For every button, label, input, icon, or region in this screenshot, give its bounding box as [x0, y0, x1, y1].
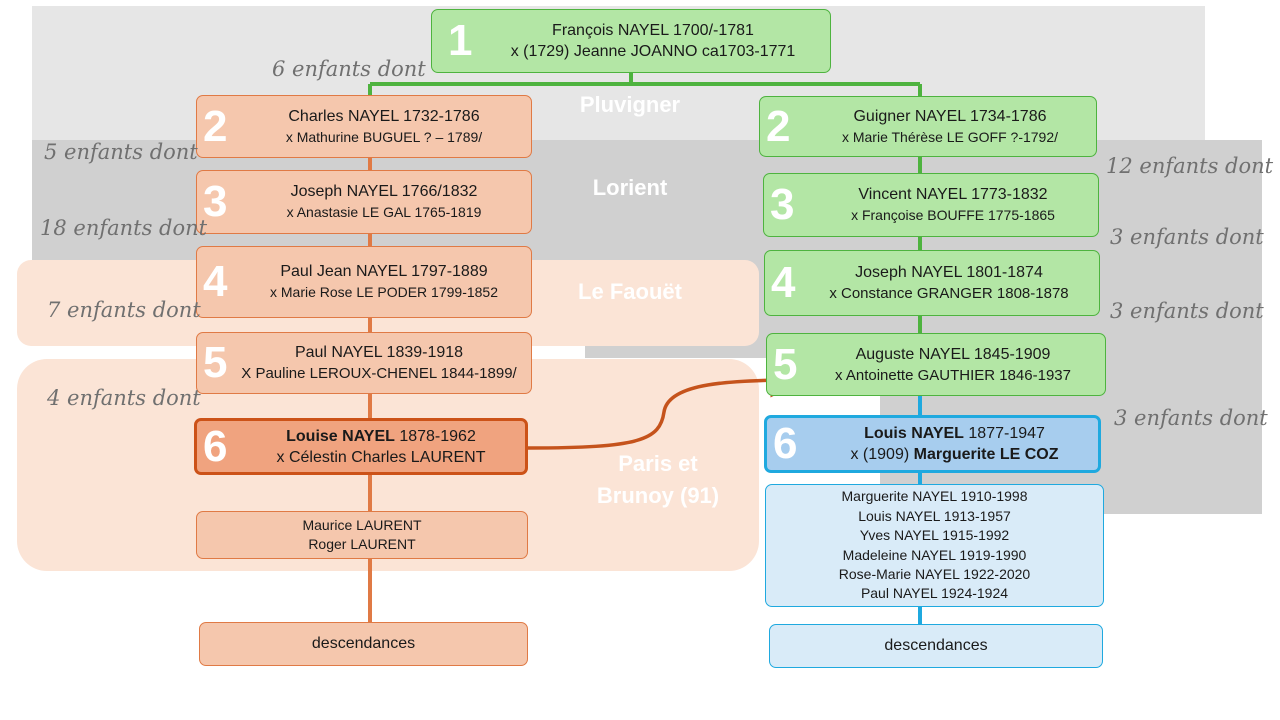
note-children-count: 6 enfants dont	[272, 57, 426, 81]
child-name: Paul NAYEL 1924-1924	[860, 585, 1009, 602]
person-name-bold: Louis NAYEL	[864, 425, 964, 442]
generation-number: 4	[203, 257, 228, 306]
spouse-name: x Marie Rose LE PODER 1799-1852	[270, 284, 498, 300]
note-children-count: 3 enfants dont	[1110, 225, 1264, 249]
marriage-arrow	[527, 362, 806, 450]
generation-number: 2	[766, 101, 791, 151]
person-name: Vincent NAYEL 1773-1832	[858, 186, 1048, 203]
person-name: François NAYEL 1700/-1781	[552, 22, 754, 39]
right-descendances-box: descendances	[769, 624, 1103, 668]
descendances-label: descendances	[884, 637, 988, 654]
spouse-name: x Constance GRANGER 1808-1878	[829, 285, 1069, 302]
root-box: 1 François NAYEL 1700/-1781 x (1729) Jea…	[431, 9, 831, 73]
generation-number: 6	[203, 421, 228, 471]
right-gen2-box: 2 Guigner NAYEL 1734-1786 x Marie Thérès…	[759, 96, 1097, 157]
region-label-le-faouet: Le Faouët	[578, 279, 682, 304]
spouse-prefix: x (1909)	[850, 446, 914, 463]
child-name: Rose-Marie NAYEL 1922-2020	[838, 565, 1031, 582]
left-gen4-box: 4 Paul Jean NAYEL 1797-1889 x Marie Rose…	[196, 246, 532, 318]
spouse-name: x Antoinette GAUTHIER 1846-1937	[835, 366, 1071, 384]
child-name: Marguerite NAYEL 1910-1998	[841, 488, 1028, 505]
left-gen5-box: 5 Paul NAYEL 1839-1918 X Pauline LEROUX-…	[196, 332, 532, 394]
generation-number: 4	[771, 258, 796, 307]
region-label-paris: Paris et	[618, 451, 698, 476]
person-name: Auguste NAYEL 1845-1909	[855, 345, 1051, 363]
generation-number: 3	[203, 177, 228, 226]
child-name: Madeleine NAYEL 1919-1990	[842, 546, 1027, 563]
person-name: Paul Jean NAYEL 1797-1889	[280, 263, 488, 280]
note-children-count: 4 enfants dont	[47, 386, 201, 410]
person-dates: 1878-1962	[394, 427, 476, 445]
generation-number: 6	[773, 419, 798, 468]
generation-number: 3	[770, 180, 795, 229]
left-children-box: Maurice LAURENT Roger LAURENT	[196, 511, 528, 559]
generation-number: 5	[203, 338, 228, 387]
spouse-name: x (1909) Marguerite LE COZ	[850, 444, 1058, 465]
left-gen3-box: 3 Joseph NAYEL 1766/1832 x Anastasie LE …	[196, 170, 532, 234]
note-children-count: 5 enfants dont	[44, 140, 198, 164]
person-name: Guigner NAYEL 1734-1786	[853, 107, 1047, 125]
spouse-name: x (1729) Jeanne JOANNO ca1703-1771	[510, 43, 796, 60]
region-label-lorient: Lorient	[592, 175, 668, 200]
spouse-name: x Marie Thérèse LE GOFF ?-1792/	[841, 128, 1059, 145]
right-gen5-box: 5 Auguste NAYEL 1845-1909 x Antoinette G…	[766, 333, 1106, 396]
child-name: Roger LAURENT	[308, 536, 416, 552]
person-name: Louis NAYEL 1877-1947	[864, 423, 1045, 444]
person-name: Louise NAYEL 1878-1962	[286, 426, 476, 447]
child-name: Maurice LAURENT	[302, 516, 422, 533]
spouse-name-bold: Marguerite LE COZ	[913, 446, 1059, 463]
spouse-name: x Anastasie LE GAL 1765-1819	[286, 204, 482, 220]
region-label-pluvigner: Pluvigner	[579, 92, 681, 117]
person-name: Paul NAYEL 1839-1918	[294, 344, 464, 361]
child-name: Louis NAYEL 1913-1957	[858, 507, 1011, 524]
note-children-count: 12 enfants dont	[1106, 154, 1274, 178]
child-name: Yves NAYEL 1915-1992	[859, 527, 1010, 544]
spouse-name: x Célestin Charles LAURENT	[276, 448, 486, 466]
generation-number: 1	[448, 16, 473, 65]
note-children-count: 3 enfants dont	[1110, 299, 1264, 323]
note-children-count: 18 enfants dont	[40, 216, 208, 240]
note-children-count: 3 enfants dont	[1114, 406, 1268, 430]
spouse-name: X Pauline LEROUX-CHENEL 1844-1899/	[241, 365, 517, 382]
right-gen3-box: 3 Vincent NAYEL 1773-1832 x Françoise BO…	[763, 173, 1099, 237]
right-gen4-box: 4 Joseph NAYEL 1801-1874 x Constance GRA…	[764, 250, 1100, 316]
root-connector	[368, 73, 922, 97]
spouse-name: x Françoise BOUFFE 1775-1865	[851, 207, 1055, 223]
person-name: Joseph NAYEL 1801-1874	[855, 264, 1043, 281]
person-name-bold: Louise NAYEL	[286, 427, 395, 445]
person-dates: 1877-1947	[963, 425, 1045, 442]
right-children-box: Marguerite NAYEL 1910-1998 Louis NAYEL 1…	[765, 484, 1104, 607]
generation-number: 5	[773, 339, 798, 389]
spouse-name: x Mathurine BUGUEL ? – 1789/	[285, 128, 483, 145]
note-children-count: 7 enfants dont	[47, 298, 201, 322]
left-descendances-box: descendances	[199, 622, 528, 666]
descendances-label: descendances	[311, 635, 416, 652]
person-name: Joseph NAYEL 1766/1832	[290, 183, 478, 200]
left-gen6-box: 6 Louise NAYEL 1878-1962 x Célestin Char…	[194, 418, 528, 475]
left-gen2-box: 2 Charles NAYEL 1732-1786 x Mathurine BU…	[196, 95, 532, 158]
right-gen6-box: 6 Louis NAYEL 1877-1947 x (1909) Marguer…	[764, 415, 1101, 473]
region-label-brunoy: Brunoy (91)	[596, 483, 720, 508]
person-name: Charles NAYEL 1732-1786	[288, 107, 480, 125]
generation-number: 2	[203, 101, 228, 151]
